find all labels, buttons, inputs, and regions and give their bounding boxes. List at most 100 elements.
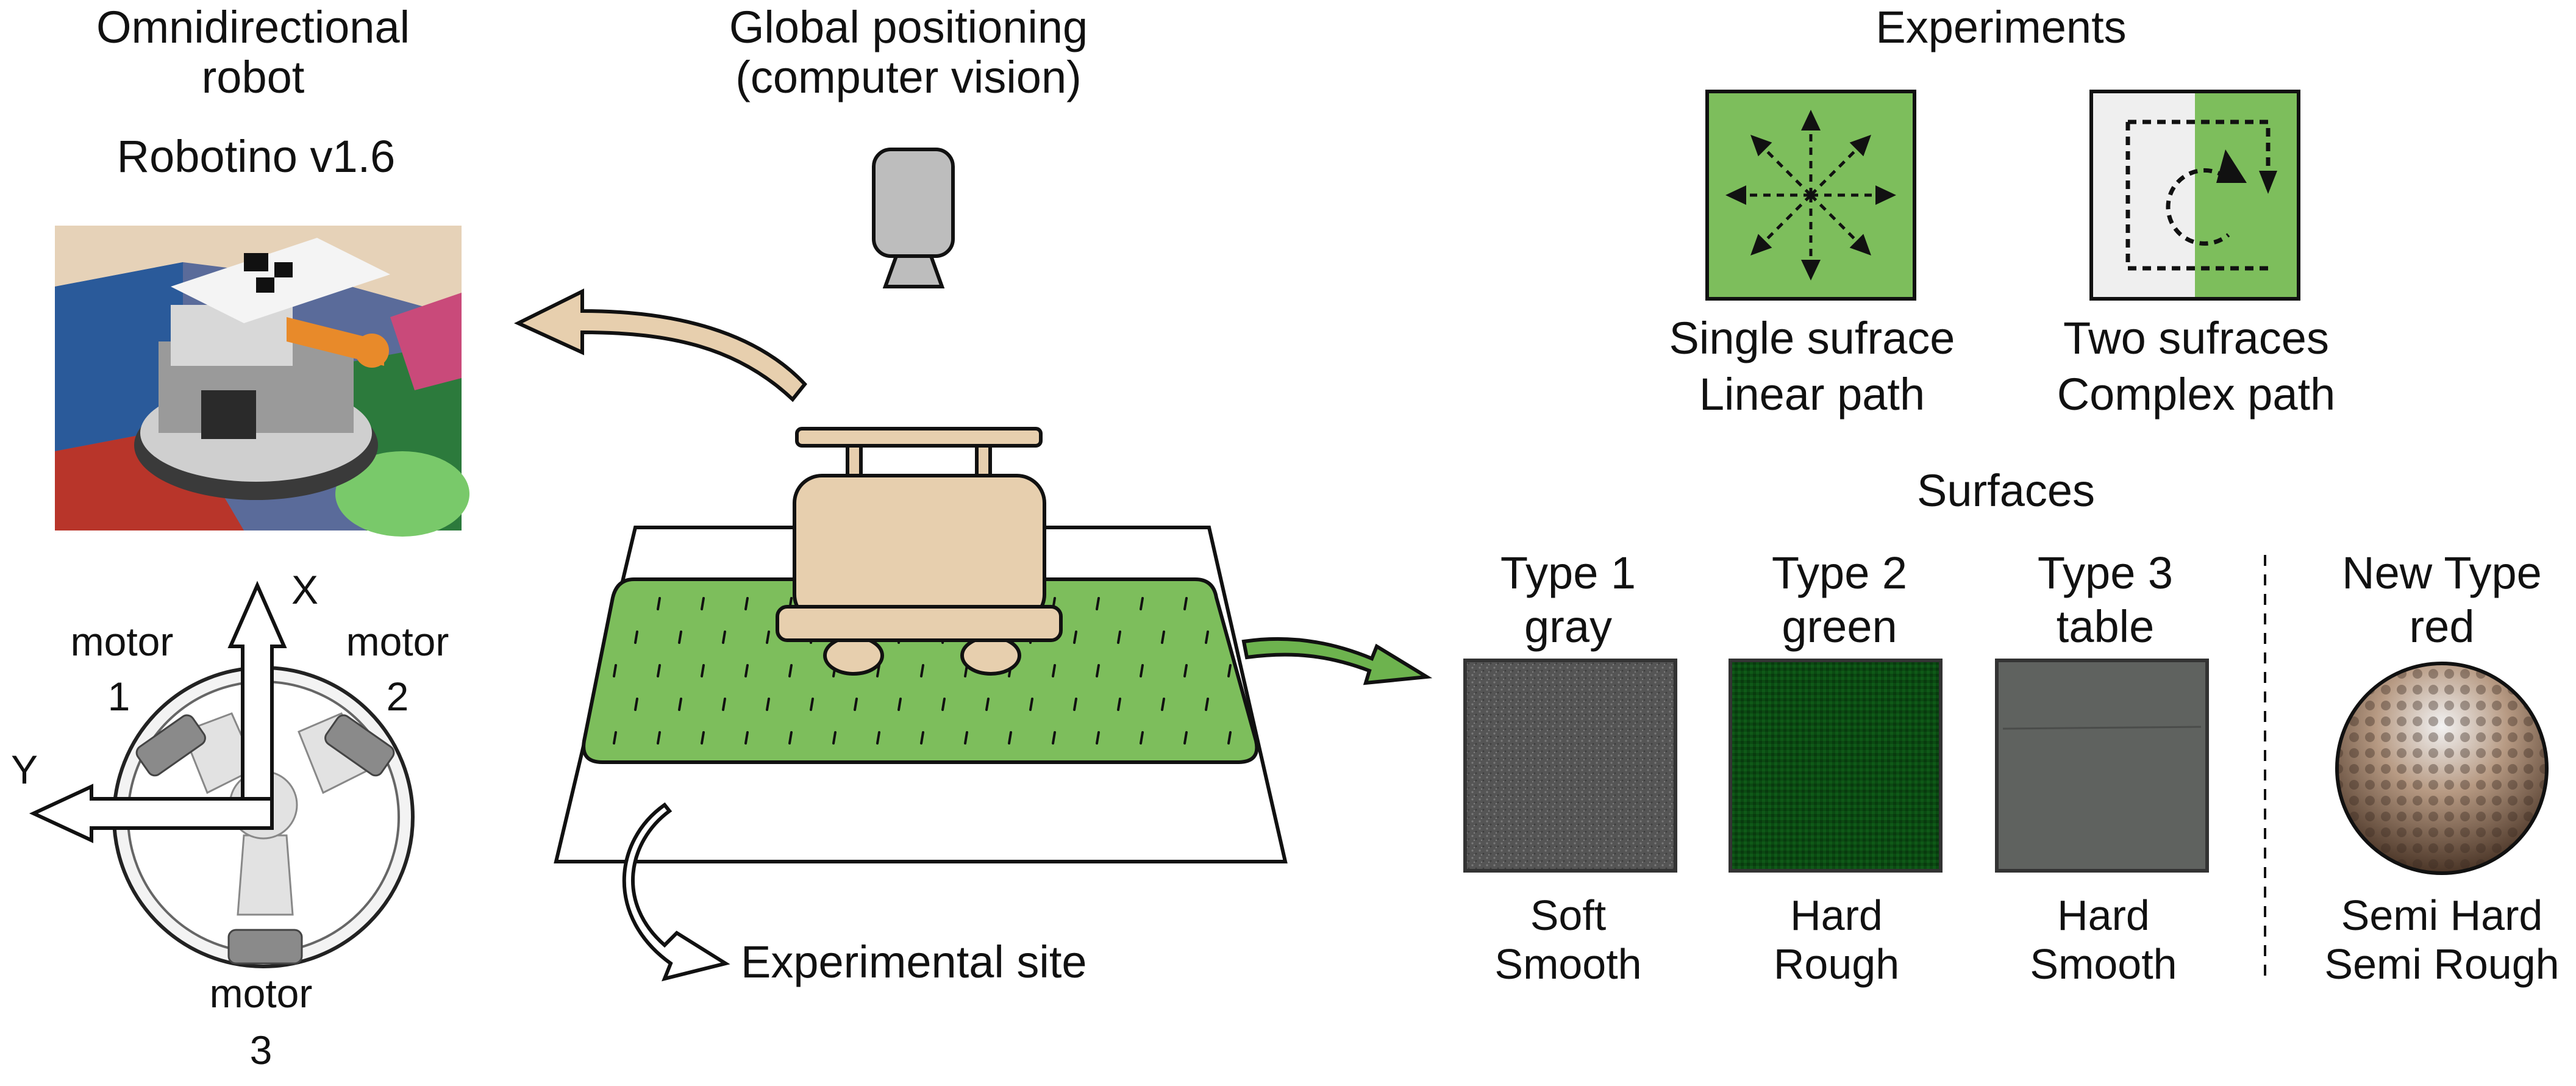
experiment-single-surface-icon	[1705, 90, 1916, 301]
grass-blade	[634, 631, 638, 644]
experiment-2-line2: Complex path	[2057, 369, 2336, 420]
grass-blade	[1073, 631, 1077, 644]
grass-blade	[1008, 731, 1012, 745]
path-line	[1762, 194, 1812, 244]
grass-blade	[920, 731, 924, 745]
path-arrowhead	[1750, 234, 1772, 255]
grass-blade	[1183, 664, 1188, 677]
grass-blade	[788, 664, 793, 677]
surface-2-line1: Type 2	[1772, 548, 1907, 598]
arrow-to-site-label	[622, 802, 730, 982]
surface-2-line2: green	[1782, 601, 1897, 652]
grass-blade	[876, 664, 880, 677]
grass-blade	[678, 698, 682, 711]
surface-3-line1: Type 3	[2038, 548, 2173, 598]
surface-1-swatch	[1463, 659, 1677, 873]
surface-3-prop1: Hard	[2057, 891, 2150, 939]
grass-blade	[1227, 731, 1232, 745]
robot-photo	[55, 226, 469, 537]
grass-blade	[964, 731, 968, 745]
grass-blade	[1227, 664, 1232, 677]
grass-blade	[701, 664, 705, 677]
path-arrowhead	[1801, 110, 1821, 130]
surface-4-line2: red	[2410, 601, 2475, 652]
surface-1-line1: Type 1	[1500, 548, 1636, 598]
grass-blade	[744, 664, 749, 677]
grass-blade	[613, 731, 617, 745]
surface-1-prop1: Soft	[1530, 891, 1607, 939]
grass-blade	[678, 631, 682, 644]
arrow-to-robot	[514, 288, 807, 402]
grass-blade	[941, 698, 946, 711]
robot-schematic: X Y motor 1 motor 2 motor 3	[11, 567, 449, 1073]
grass-blade	[1183, 731, 1188, 745]
grass-blade	[920, 664, 924, 677]
grass-blade	[634, 698, 638, 711]
motor-2-number: 2	[387, 674, 409, 719]
surface-2-prop1: Hard	[1790, 891, 1883, 939]
grass-blade	[876, 731, 880, 745]
grass-blade	[1161, 631, 1165, 644]
grass-blade	[810, 698, 814, 711]
path-line	[1810, 194, 1860, 244]
path-arrowhead	[1725, 185, 1746, 205]
grass-blade	[766, 631, 770, 644]
surface-4-line1: New Type	[2342, 548, 2542, 598]
robot-model-label: Robotino v1.6	[117, 131, 396, 182]
grass-blade	[657, 597, 661, 610]
surface-2-prop2: Rough	[1774, 940, 1899, 988]
grass-blade	[722, 631, 726, 644]
experiment-2-line1: Two sufraces	[2063, 313, 2329, 363]
grass-blade	[1073, 698, 1077, 711]
robot-icon	[776, 427, 1063, 676]
axis-y-label: Y	[11, 747, 38, 792]
grass-blade	[897, 698, 902, 711]
grass-blade	[1096, 597, 1100, 610]
grass-blade	[1052, 664, 1056, 677]
grass-blade	[613, 664, 617, 677]
grass-blade	[701, 731, 705, 745]
surface-1-prop2: Smooth	[1494, 940, 1641, 988]
grass-blade	[766, 698, 770, 711]
grass-blade	[1096, 664, 1100, 677]
path-line	[1810, 146, 1860, 196]
grass-blade	[744, 731, 749, 745]
grass-blade	[1140, 731, 1144, 745]
grass-blade	[1029, 698, 1033, 711]
surface-2-swatch	[1729, 659, 1943, 873]
surfaces-section: Surfaces Type 1 gray Soft Smooth Type 2 …	[1463, 465, 2560, 988]
motor-2-label: motor	[346, 619, 449, 664]
grass-blade	[657, 664, 661, 677]
grass-blade	[1052, 731, 1056, 745]
surface-3-prop2: Smooth	[2030, 940, 2177, 988]
surface-3-line2: table	[2057, 601, 2154, 652]
grass-blade	[854, 698, 858, 711]
positioning-line2: (computer vision)	[735, 52, 1082, 102]
grass-blade	[701, 597, 705, 610]
robot-heading-line2: robot	[202, 52, 305, 102]
motor-3-number: 3	[250, 1027, 273, 1073]
surface-1-line2: gray	[1524, 601, 1612, 652]
path-arrowhead	[1849, 135, 1871, 157]
surfaces-title: Surfaces	[1917, 465, 2095, 516]
robot-heading-line1: Omnidirectional	[96, 2, 410, 52]
experiments-title: Experiments	[1875, 2, 2126, 52]
path-arrowhead	[1849, 234, 1871, 255]
experiment-1-line1: Single sufrace	[1669, 313, 1955, 363]
grass-blade	[1140, 664, 1144, 677]
grass-blade	[722, 698, 726, 711]
path-arrowhead	[1801, 260, 1821, 280]
surface-4-prop2: Semi Rough	[2324, 940, 2559, 988]
site-section: Global positioning (computer vision) Exp…	[514, 2, 1433, 987]
grass-blade	[1161, 698, 1165, 711]
grass-surface	[582, 577, 1259, 764]
path-line	[1762, 146, 1812, 196]
y-axis-arrow	[29, 784, 274, 843]
x-axis-arrow	[227, 581, 287, 828]
grass-blade	[1183, 597, 1188, 610]
positioning-line1: Global positioning	[729, 2, 1088, 52]
surface-4-swatch	[2335, 662, 2549, 875]
grass-blade	[832, 731, 837, 745]
